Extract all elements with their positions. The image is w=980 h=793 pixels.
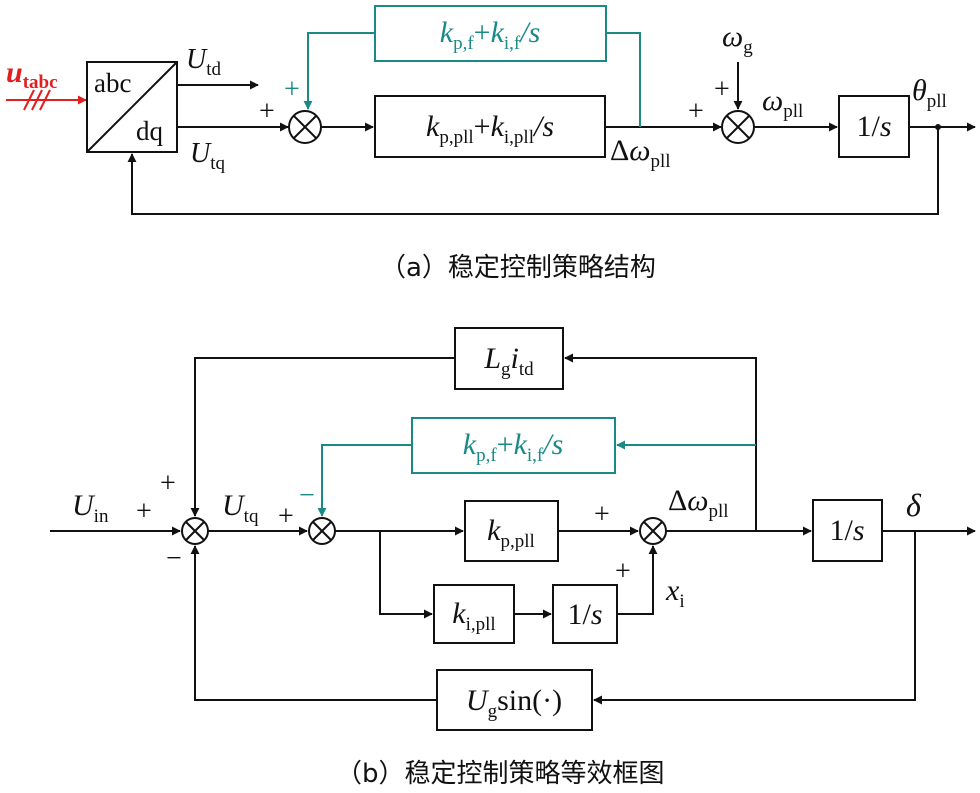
b-sum2-plus: + [278, 501, 294, 532]
integrator-b1-label: 1/s [567, 598, 602, 631]
b-teal-feedback-out [317, 444, 412, 517]
b-sum1-plus-top: + [160, 468, 176, 499]
panel-b: Uin + + − Lgitd Utq + − kp,f [50, 327, 976, 789]
b-sum3-plus-bot: + [615, 556, 631, 587]
sum1-plus-in: + [259, 96, 275, 127]
b-sum3-plus-in: + [594, 499, 610, 530]
three-phase-slashes [23, 89, 51, 111]
sum2-plus-in: + [688, 96, 704, 127]
xi-label: xi [665, 574, 685, 612]
kp-pll-label: kp,pll [487, 514, 535, 552]
dq-label: dq [136, 116, 164, 146]
ki-branch-path [379, 531, 433, 619]
teal-feedback-return [303, 32, 375, 110]
sum2-plus-top: + [714, 74, 730, 105]
delta-omega-pll-label: Δωpll [610, 134, 671, 172]
integrator-block-a: 1/s [838, 95, 910, 158]
lg-itd-output-path [190, 357, 455, 517]
integrator-block-b2: 1/s [812, 499, 883, 562]
delta-feedback-path [593, 531, 916, 705]
utq-label: Utq [190, 138, 226, 174]
omega-g-label: ωg [722, 20, 753, 58]
feedback-pi-block: kp,f+ki,f/s [374, 5, 607, 62]
integrator-a-label: 1/s [856, 110, 891, 143]
teal-feedback-path [606, 32, 641, 127]
b-feedback-pi-block: kp,f+ki,f/s [411, 417, 616, 474]
summing-junction-2 [721, 110, 755, 144]
caption-b: （b）稳定控制策略等效框图 [336, 759, 665, 789]
ki-pll-label: ki,pll [452, 597, 495, 635]
b-delta-omega-pll-label: Δωpll [668, 484, 729, 522]
b-feedback-pi-expression: kp,f+ki,f/s [463, 428, 564, 466]
pi-pll-expression: kp,pll+ki,pll/s [426, 110, 554, 148]
panel-a: utabc abc dq Utd Utq + + [6, 5, 976, 283]
ki-pll-block: ki,pll [433, 584, 515, 644]
ug-sin-block: Ugsin(·) [436, 669, 593, 731]
b-summing-junction-2 [308, 517, 336, 545]
sum1-plus-fb: + [284, 74, 300, 105]
integrator-b2-label: 1/s [829, 514, 864, 547]
b-sum1-minus: − [166, 543, 182, 574]
ug-sin-expression: Ugsin(·) [466, 684, 562, 722]
abc-dq-transform-block: abc dq [86, 61, 178, 153]
b-sum2-minus: − [299, 480, 315, 511]
pi-pll-block: kp,pll+ki,pll/s [374, 95, 606, 158]
lg-itd-input-path [564, 353, 757, 531]
caption-a: （a）稳定控制策略结构 [380, 253, 656, 283]
lg-itd-block: Lgitd [454, 327, 564, 390]
theta-pll-label: θpll [912, 74, 947, 112]
omega-pll-label: ωpll [762, 84, 803, 122]
ug-sin-output-path [190, 545, 437, 701]
theta-feedback-path [127, 127, 939, 215]
integrator-block-b1: 1/s [552, 584, 618, 644]
uin-label: Uin [72, 489, 109, 527]
abc-label: abc [94, 68, 131, 98]
summing-junction-1 [288, 110, 322, 144]
b-sum1-plus-in: + [136, 496, 152, 527]
utd-label: Utd [186, 44, 222, 80]
lg-itd-expression: Lgitd [483, 342, 534, 380]
b-summing-junction-3 [639, 517, 667, 545]
kp-pll-block: kp,pll [464, 500, 559, 562]
feedback-pi-expression: kp,f+ki,f/s [440, 16, 541, 54]
delta-label: δ [906, 487, 922, 523]
xi-path [617, 545, 658, 615]
input-u-tabc-label: utabc [6, 56, 58, 93]
b-utq-label: Utq [222, 489, 259, 527]
b-summing-junction-1 [181, 517, 209, 545]
